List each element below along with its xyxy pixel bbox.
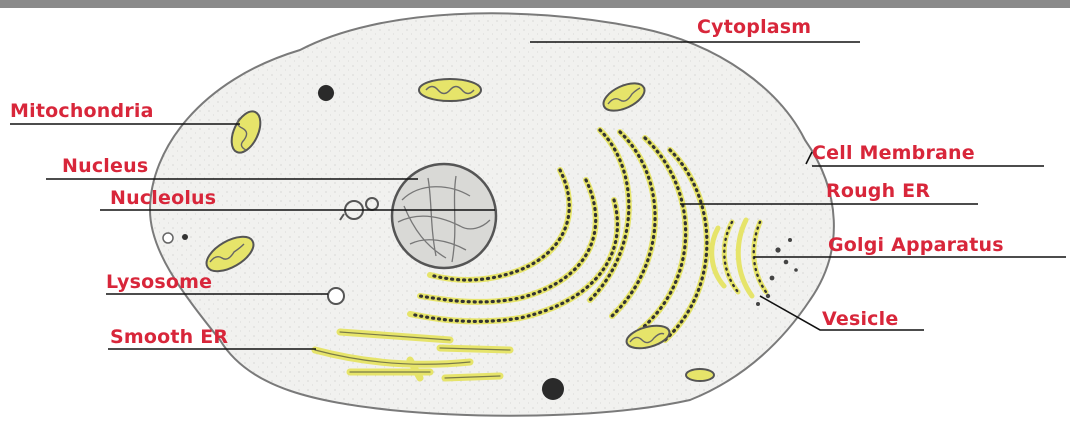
label-rough-er: Rough ER [826, 180, 930, 202]
membrane-bud-shape [163, 233, 173, 243]
label-cell-membrane: Cell Membrane [812, 142, 975, 164]
label-vesicle: Vesicle [822, 308, 898, 330]
label-nucleolus: Nucleolus [110, 187, 216, 209]
dark-granule-top [318, 85, 334, 101]
dark-granule-left [182, 234, 188, 240]
label-cytoplasm: Cytoplasm [697, 16, 811, 38]
dark-granule-bottom [542, 378, 564, 400]
label-smooth-er: Smooth ER [110, 326, 228, 348]
label-golgi-apparatus: Golgi Apparatus [828, 234, 1004, 256]
label-nucleus: Nucleus [62, 155, 148, 177]
lysosome-shape [328, 288, 344, 304]
label-lysosome: Lysosome [106, 271, 212, 293]
label-mitochondria: Mitochondria [10, 100, 154, 122]
